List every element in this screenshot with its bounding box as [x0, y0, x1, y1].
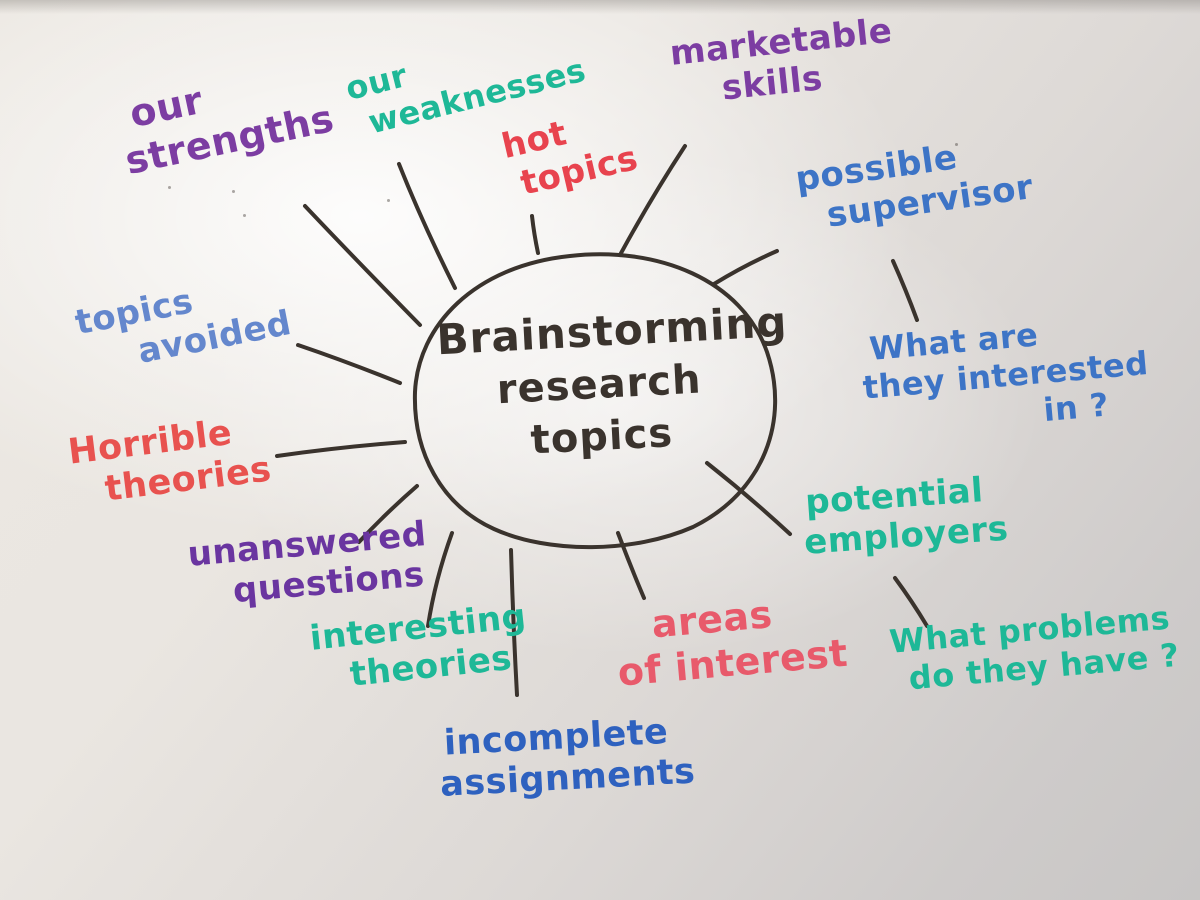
central-topic-line: research	[495, 356, 703, 413]
spoke-possible-supervisor	[712, 249, 779, 286]
spoke-horrible-theories	[275, 440, 407, 458]
connector-employers-problems	[893, 576, 929, 628]
central-bubble	[412, 252, 778, 550]
spoke-potential-employers	[705, 461, 792, 536]
spoke-areas-of-interest	[616, 531, 646, 600]
node-potential-employers: potential employers	[800, 469, 1010, 563]
node-incomplete-assignments: incomplete assignments	[437, 711, 696, 807]
spoke-our-weaknesses	[397, 162, 457, 290]
central-topic: Brainstorming research topics	[435, 297, 788, 471]
spoke-interesting-theories	[426, 531, 454, 628]
board-speck	[232, 190, 235, 193]
ink-group	[275, 144, 929, 697]
central-topic-line: topics	[529, 409, 675, 464]
spoke-unanswered-questions	[357, 484, 419, 544]
spoke-marketable-skills	[618, 144, 687, 257]
spoke-hot-topics	[530, 214, 540, 255]
board-speck	[387, 199, 390, 202]
board-speck	[955, 143, 958, 146]
spoke-our-strengths	[303, 204, 422, 327]
board-speck	[243, 214, 246, 217]
connector-supervisor-interests	[891, 259, 919, 322]
board-speck	[168, 186, 171, 189]
spoke-incomplete-assignments	[509, 548, 519, 697]
spoke-topics-avoided	[296, 343, 402, 385]
